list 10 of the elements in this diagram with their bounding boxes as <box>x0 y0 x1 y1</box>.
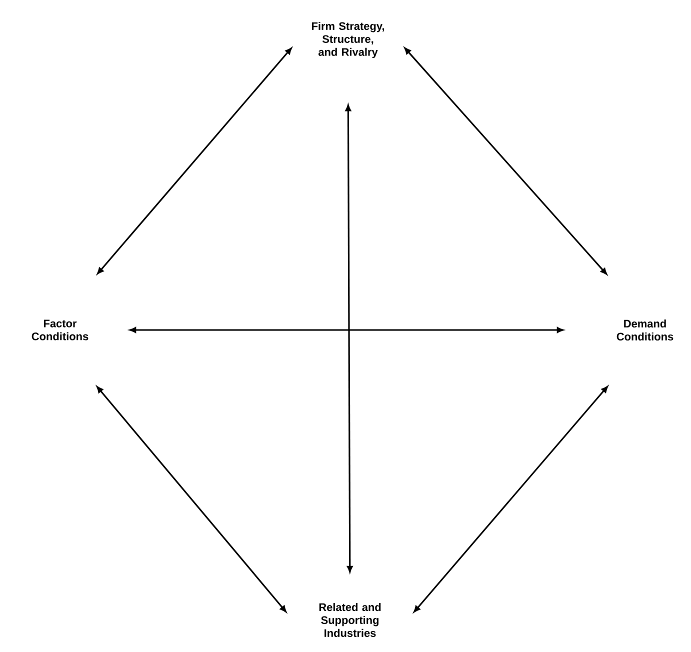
arrow <box>414 386 608 612</box>
arrow <box>345 104 353 572</box>
node-label: Related and Supporting Industries <box>319 603 381 637</box>
arrow <box>96 386 286 612</box>
node-label: Firm Strategy, Structure, and Rivalry <box>312 22 384 58</box>
arrow <box>130 327 564 333</box>
node-label: Demand Conditions <box>616 320 674 340</box>
arrow <box>404 48 608 275</box>
node-label: Factor Conditions <box>32 320 88 340</box>
arrow <box>97 48 292 274</box>
